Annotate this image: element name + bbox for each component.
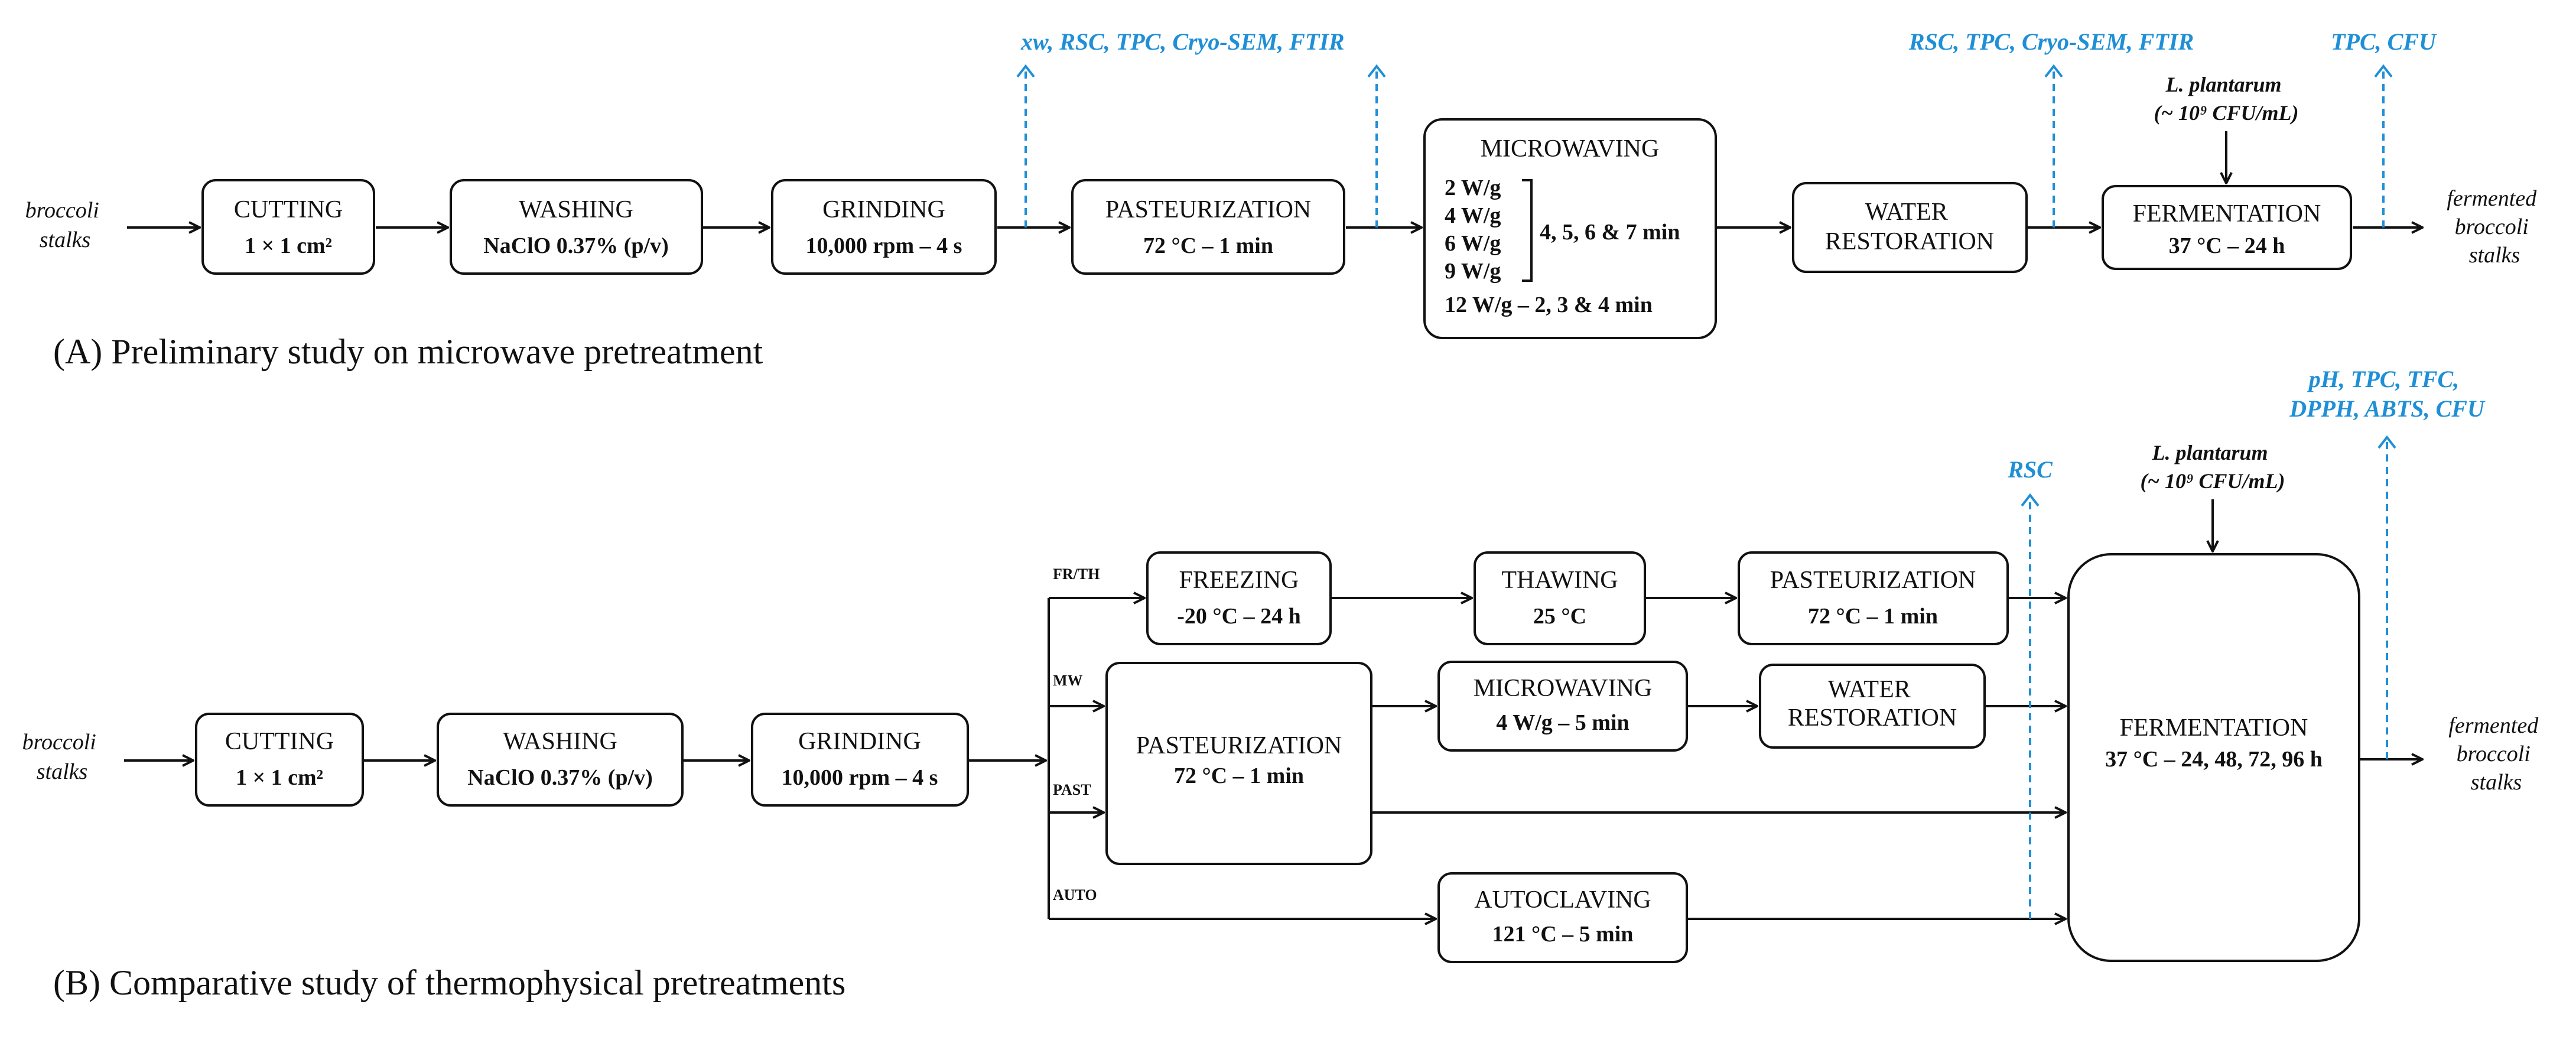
- a-inoculum-label: L. plantarum (~ 10⁹ CFU/mL): [2154, 73, 2298, 125]
- a-fermentation-detail: 37 °C – 24 h: [2169, 233, 2285, 258]
- b-branch-frth: FR/TH: [1053, 566, 1100, 583]
- b-pasteurization-main-title: PASTEURIZATION: [1136, 732, 1342, 759]
- b-autoclaving-box: [1437, 872, 1688, 963]
- a-end-label: fermented broccoli stalks: [2447, 186, 2542, 268]
- b-branch-past: PAST: [1053, 781, 1091, 798]
- b-washing-title: WASHING: [503, 728, 617, 755]
- b-water-restoration-title: WATER RESTORATION: [1788, 676, 1957, 732]
- a-microwaving-power-4: 9 W/g: [1445, 259, 1501, 284]
- b-thawing-title: THAWING: [1501, 567, 1618, 594]
- b-autoclaving-detail: 121 °C – 5 min: [1492, 922, 1634, 947]
- a-washing-title: WASHING: [519, 196, 633, 223]
- b-measure-label-rsc: RSC: [2007, 456, 2053, 483]
- b-grinding-title: GRINDING: [798, 728, 921, 755]
- b-pasteurization-frth-detail: 72 °C – 1 min: [1808, 604, 1938, 629]
- a-grinding-box: [771, 179, 997, 275]
- b-measure-arrowhead-after: [2377, 435, 2396, 449]
- b-washing-box: [437, 713, 684, 807]
- b-washing-detail: NaClO 0.37% (p/v): [467, 765, 653, 790]
- a-microwaving-times: 4, 5, 6 & 7 min: [1540, 220, 1680, 245]
- a-measure-label-water: RSC, TPC, Cryo-SEM, FTIR: [1908, 28, 2194, 55]
- a-measure-arrowhead-fermentation: [2374, 64, 2393, 78]
- b-fermentation-detail: 37 °C – 24, 48, 72, 96 h: [2105, 747, 2323, 772]
- a-fermentation-box: [2102, 185, 2352, 270]
- a-grinding-detail: 10,000 rpm – 4 s: [806, 233, 962, 258]
- b-branch-mw: MW: [1053, 672, 1083, 689]
- b-cutting-title: CUTTING: [225, 728, 334, 755]
- a-washing-detail: NaClO 0.37% (p/v): [483, 233, 669, 258]
- b-pasteurization-frth-box: [1738, 551, 2009, 645]
- a-microwaving-last: 12 W/g – 2, 3 & 4 min: [1445, 292, 1653, 317]
- b-cutting-box: [195, 713, 364, 807]
- a-cutting-box: [201, 179, 375, 275]
- a-washing-box: [450, 179, 703, 275]
- section-b: broccoli stalks CUTTING 1 × 1 cm² WASHIN…: [22, 366, 2544, 1002]
- b-measure-label-after: pH, TPC, TFC, DPPH, ABTS, CFU: [2289, 366, 2486, 422]
- a-measure-label-fermentation: TPC, CFU: [2331, 28, 2437, 55]
- a-water-restoration-box: [1792, 182, 2028, 273]
- a-microwaving-box: [1423, 118, 1717, 339]
- b-caption: (B) Comparative study of thermophysical …: [53, 963, 845, 1002]
- a-measure-arrowhead-pasteurization: [1367, 64, 1386, 78]
- b-thawing-box: [1474, 551, 1646, 645]
- a-cutting-title: CUTTING: [234, 196, 343, 223]
- b-grinding-detail: 10,000 rpm – 4 s: [782, 765, 938, 790]
- a-microwaving-title: MICROWAVING: [1481, 135, 1660, 162]
- b-pasteurization-main-box: [1105, 662, 1372, 865]
- b-microwaving-title: MICROWAVING: [1474, 675, 1653, 702]
- a-pasteurization-detail: 72 °C – 1 min: [1143, 233, 1273, 258]
- a-measure-arrowhead-grinding: [1016, 64, 1035, 78]
- b-thawing-detail: 25 °C: [1533, 604, 1586, 629]
- b-pasteurization-frth-title: PASTEURIZATION: [1770, 567, 1976, 594]
- b-fermentation-box: [2067, 553, 2360, 962]
- b-microwaving-detail: 4 W/g – 5 min: [1496, 710, 1629, 735]
- a-measure-label-grinding: xw, RSC, TPC, Cryo-SEM, FTIR: [1020, 28, 1345, 55]
- a-grinding-title: GRINDING: [822, 196, 945, 223]
- b-pasteurization-main-detail: 72 °C – 1 min: [1174, 763, 1304, 788]
- b-microwaving-box: [1437, 661, 1688, 752]
- a-microwaving-power-1: 2 W/g: [1445, 176, 1501, 200]
- b-freezing-title: FREEZING: [1179, 567, 1299, 594]
- a-caption: (A) Preliminary study on microwave pretr…: [53, 332, 763, 371]
- b-start-label: broccoli stalks: [22, 730, 102, 784]
- b-measure-arrowhead-rsc: [2021, 493, 2040, 507]
- b-branch-auto: AUTO: [1053, 886, 1097, 904]
- b-inoculum-label: L. plantarum (~ 10⁹ CFU/mL): [2140, 441, 2285, 493]
- b-fermentation-title: FERMENTATION: [2120, 714, 2308, 742]
- a-water-restoration-title: WATER RESTORATION: [1825, 199, 1994, 255]
- a-measure-arrowhead-water: [2044, 64, 2063, 78]
- b-water-restoration-box: [1759, 664, 1986, 749]
- b-freezing-detail: -20 °C – 24 h: [1177, 604, 1300, 629]
- a-fermentation-title: FERMENTATION: [2133, 200, 2321, 228]
- a-cutting-detail: 1 × 1 cm²: [245, 233, 332, 258]
- a-microwaving-bracket: [1522, 179, 1533, 282]
- a-pasteurization-title: PASTEURIZATION: [1105, 196, 1311, 223]
- b-autoclaving-title: AUTOCLAVING: [1474, 886, 1651, 914]
- a-start-label: broccoli stalks: [25, 198, 105, 252]
- b-end-label: fermented broccoli stalks: [2448, 713, 2544, 795]
- b-cutting-detail: 1 × 1 cm²: [236, 765, 323, 790]
- a-microwaving-power-3: 6 W/g: [1445, 231, 1501, 256]
- a-pasteurization-box: [1071, 179, 1345, 275]
- b-grinding-box: [751, 713, 969, 807]
- a-microwaving-power-2: 4 W/g: [1445, 203, 1501, 228]
- section-a: broccoli stalks CUTTING 1 × 1 cm² WASHIN…: [25, 28, 2542, 371]
- b-freezing-box: [1146, 551, 1332, 645]
